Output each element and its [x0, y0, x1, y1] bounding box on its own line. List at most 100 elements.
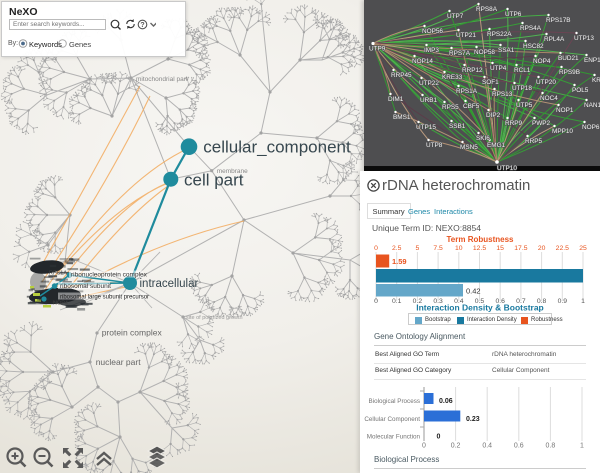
svg-text:RPS1A: RPS1A: [456, 88, 478, 95]
svg-text:PWP2: PWP2: [532, 120, 551, 127]
svg-text:0.9: 0.9: [558, 298, 568, 305]
svg-text:NOP14: NOP14: [412, 58, 433, 65]
svg-text:?: ?: [140, 22, 144, 29]
svg-text:ribonucleoprotein complex: ribonucleoprotein complex: [71, 272, 148, 279]
svg-text:RPS13: RPS13: [492, 91, 513, 98]
svg-text:UTP9: UTP9: [369, 46, 386, 53]
svg-text:10: 10: [455, 245, 463, 252]
svg-text:0.6: 0.6: [514, 443, 524, 450]
svg-text:NOP56: NOP56: [422, 28, 443, 35]
svg-text:Molecular Function: Molecular Function: [367, 434, 421, 441]
svg-text:0: 0: [374, 245, 378, 252]
svg-text:RRP45: RRP45: [391, 72, 412, 79]
svg-text:RPL4A: RPL4A: [544, 36, 565, 43]
svg-text:cellular_component: cellular_component: [203, 138, 351, 157]
svg-text:0.42: 0.42: [466, 287, 481, 296]
svg-text:RRP9: RRP9: [505, 120, 522, 127]
svg-text:NOP58: NOP58: [474, 49, 495, 56]
svg-text:BMS1: BMS1: [393, 114, 411, 121]
svg-text:MPP10: MPP10: [552, 128, 573, 135]
svg-text:22.5: 22.5: [556, 245, 569, 252]
svg-text:URB1: URB1: [420, 97, 437, 104]
svg-text:Interaction Density & Bootstra: Interaction Density & Bootstrap: [416, 303, 544, 313]
svg-text:1: 1: [581, 298, 585, 305]
svg-text:UTP13: UTP13: [574, 35, 594, 42]
svg-text:RCL1: RCL1: [514, 67, 531, 74]
svg-text:NOP6: NOP6: [582, 124, 600, 131]
svg-text:Cellular Component: Cellular Component: [364, 416, 420, 423]
svg-text:KRE28: KRE28: [592, 77, 600, 84]
svg-text:nuclear part: nuclear part: [96, 357, 142, 367]
svg-text:NOP4: NOP4: [533, 58, 551, 65]
svg-text:UTP8: UTP8: [426, 142, 443, 149]
svg-text:DIM1: DIM1: [388, 96, 404, 103]
svg-text:RRP5: RRP5: [525, 138, 542, 145]
svg-text:RRP12: RRP12: [462, 67, 483, 74]
svg-text:0.3: 0.3: [433, 298, 443, 305]
svg-text:UTP7: UTP7: [447, 13, 464, 20]
svg-text:UTP6: UTP6: [505, 11, 522, 18]
svg-text:0.5: 0.5: [475, 298, 485, 305]
svg-text:0.2: 0.2: [413, 298, 423, 305]
svg-text:ENP1: ENP1: [584, 57, 600, 64]
svg-text:MSN5: MSN5: [460, 144, 478, 151]
svg-text:BUD21: BUD21: [558, 55, 579, 62]
svg-text:EMG1: EMG1: [487, 142, 506, 149]
svg-text:RPS4A: RPS4A: [520, 25, 542, 32]
svg-text:HSC82: HSC82: [523, 43, 544, 50]
svg-text:0.06: 0.06: [439, 398, 453, 405]
svg-text:2.5: 2.5: [392, 245, 402, 252]
svg-text:protein complex: protein complex: [102, 328, 163, 338]
svg-text:1.59: 1.59: [392, 257, 407, 266]
svg-text:UTP5: UTP5: [516, 102, 533, 109]
svg-text:0.7: 0.7: [516, 298, 526, 305]
svg-text:0.8: 0.8: [537, 298, 547, 305]
svg-text:UTP22: UTP22: [419, 80, 439, 87]
svg-text:RPS8A: RPS8A: [476, 6, 498, 13]
svg-text:KRE33: KRE33: [442, 74, 463, 81]
svg-text:RPS1A: RPS1A: [49, 271, 67, 277]
svg-text:ribosomal large subunit precur: ribosomal large subunit precursor: [60, 295, 149, 301]
svg-text:RPS9B: RPS9B: [559, 69, 580, 76]
svg-text:POL5: POL5: [572, 87, 589, 94]
svg-text:0.1: 0.1: [392, 298, 402, 305]
svg-text:12.5: 12.5: [473, 245, 486, 252]
svg-text:0.23: 0.23: [466, 416, 480, 423]
svg-text:NAN1: NAN1: [584, 102, 600, 109]
svg-text:SSB1: SSB1: [449, 123, 466, 130]
svg-text:0.2: 0.2: [451, 443, 461, 450]
svg-text:NOP1: NOP1: [556, 107, 574, 114]
svg-text:SOF1: SOF1: [482, 79, 499, 86]
svg-text:0: 0: [374, 298, 378, 305]
svg-text:UTP10: UTP10: [497, 165, 517, 171]
svg-text:UTP4: UTP4: [490, 65, 507, 72]
svg-text:7.5: 7.5: [433, 245, 443, 252]
svg-text:0: 0: [437, 434, 441, 441]
svg-text:1: 1: [580, 443, 584, 450]
svg-text:mitochondrial part: mitochondrial part: [136, 76, 188, 83]
svg-text:UTP20: UTP20: [536, 79, 556, 86]
svg-text:IMP3: IMP3: [424, 47, 439, 54]
svg-text:RPS5: RPS5: [442, 104, 459, 111]
svg-text:5: 5: [416, 245, 420, 252]
svg-text:RPS22A: RPS22A: [487, 31, 512, 38]
svg-text:DIP2: DIP2: [486, 112, 501, 119]
svg-text:25: 25: [579, 245, 587, 252]
svg-text:0.4: 0.4: [454, 298, 464, 305]
svg-text:0.4: 0.4: [482, 443, 492, 450]
svg-text:ribosomal subunit: ribosomal subunit: [60, 283, 111, 290]
svg-text:cell part: cell part: [184, 171, 244, 190]
svg-text:site of polarized growth: site of polarized growth: [186, 315, 243, 321]
svg-text:20: 20: [538, 245, 546, 252]
svg-text:CBF5: CBF5: [463, 103, 480, 110]
svg-text:RPS17B: RPS17B: [546, 17, 571, 24]
svg-text:NOC4: NOC4: [540, 95, 558, 102]
svg-text:membrane: membrane: [217, 168, 248, 175]
svg-text:intracellular: intracellular: [140, 278, 199, 290]
svg-text:15: 15: [496, 245, 504, 252]
svg-text:NOP4: NOP4: [53, 301, 68, 307]
svg-text:17.5: 17.5: [514, 245, 527, 252]
svg-text:UTP21: UTP21: [456, 32, 476, 39]
svg-text:SKI6: SKI6: [476, 135, 490, 142]
svg-text:UTP18: UTP18: [512, 85, 532, 92]
